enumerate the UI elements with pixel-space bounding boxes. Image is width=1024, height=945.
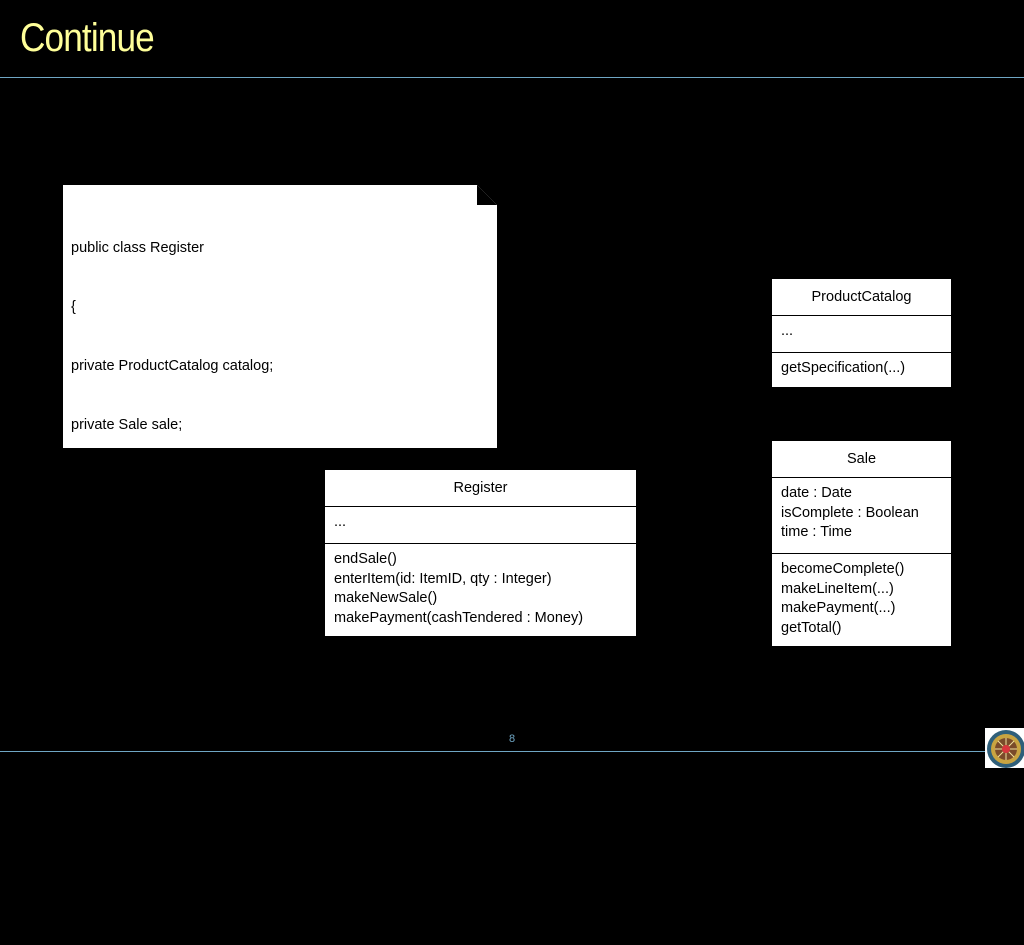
operation: getSpecification(...) xyxy=(781,360,906,376)
class-register: Register ... endSale() enterItem(id: Ite… xyxy=(324,469,637,637)
operation: makePayment(cashTendered : Money) xyxy=(334,609,584,626)
class-name: Register xyxy=(325,470,636,507)
code-note: public class Register { private ProductC… xyxy=(63,185,497,903)
attribute: time : Time xyxy=(781,524,852,541)
code-line: private ProductCatalog catalog; xyxy=(71,357,274,374)
operation: becomeComplete() xyxy=(781,561,905,577)
code-line: public void endSale() {...} xyxy=(71,651,237,668)
page-number: 8 xyxy=(508,733,516,745)
operation: endSale() xyxy=(334,551,397,567)
code-line: { xyxy=(71,298,76,315)
code-line: public Register(ProductCatalog pc) {...} xyxy=(71,534,322,551)
operation: makeLineItem(...) xyxy=(781,580,894,597)
class-attributes: ... xyxy=(772,316,951,353)
code-line: public void makePayment(Money cashTender… xyxy=(71,828,415,844)
class-product-catalog: ProductCatalog ... getSpecification(...) xyxy=(771,278,952,388)
class-attributes: ... xyxy=(325,507,636,544)
title-divider xyxy=(0,77,1024,78)
operation: makePayment(...) xyxy=(781,600,896,617)
code-line: private Sale sale; xyxy=(71,416,183,433)
code-line: public void makeNewSale() {...} xyxy=(71,769,273,786)
attribute: ... xyxy=(334,514,347,530)
class-sale: Sale date : Date isComplete : Boolean ti… xyxy=(771,440,952,647)
class-operations: getSpecification(...) xyxy=(772,353,951,385)
attribute: ... xyxy=(781,323,794,339)
university-seal-icon xyxy=(985,728,1024,768)
note-fold-corner-icon xyxy=(477,185,497,205)
class-operations: becomeComplete() makeLineItem(...) makeP… xyxy=(772,554,951,644)
operation: getTotal() xyxy=(781,619,842,636)
code-line: public class Register xyxy=(71,240,204,257)
class-name: Sale xyxy=(772,441,951,478)
operation: makeNewSale() xyxy=(334,590,438,607)
operation: enterItem(id: ItemID, qty : Integer) xyxy=(334,570,552,587)
code-line: } xyxy=(71,886,76,903)
class-name: ProductCatalog xyxy=(772,279,951,316)
footer-divider xyxy=(0,751,1024,752)
attribute: date : Date xyxy=(781,485,852,501)
code-line: public void enterItem(ItemID id, int qty… xyxy=(71,710,350,727)
class-operations: endSale() enterItem(id: ItemID, qty : In… xyxy=(325,544,636,634)
attribute: isComplete : Boolean xyxy=(781,504,919,521)
slide-title: Continue xyxy=(20,16,155,60)
class-attributes: date : Date isComplete : Boolean time : … xyxy=(772,478,951,554)
